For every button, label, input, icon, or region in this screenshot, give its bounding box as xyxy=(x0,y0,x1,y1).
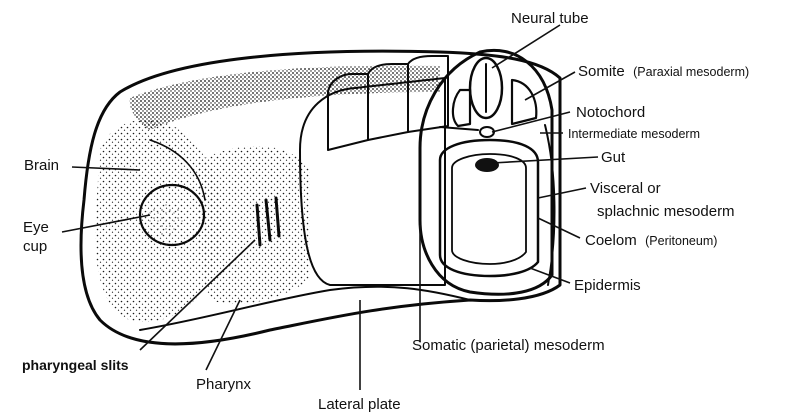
label-epidermis: Epidermis xyxy=(574,277,641,294)
somite-left-shape xyxy=(453,90,470,126)
label-visceral-1: Visceral or xyxy=(590,180,661,197)
label-notochord: Notochord xyxy=(576,104,645,121)
label-brain: Brain xyxy=(24,157,59,174)
label-cup: cup xyxy=(23,238,47,255)
trunk-cylinder xyxy=(300,78,445,285)
label-pharyngeal-slits: pharyngeal slits xyxy=(22,357,129,373)
embryo-body xyxy=(81,50,560,344)
notochord-shape xyxy=(480,127,494,137)
label-somite: Somite (Paraxial mesoderm) xyxy=(578,63,749,80)
dorsal-band xyxy=(130,66,440,130)
label-pharynx: Pharynx xyxy=(196,376,252,393)
label-intermediate-mesoderm: Intermediate mesoderm xyxy=(568,127,700,141)
label-somatic-mesoderm: Somatic (parietal) mesoderm xyxy=(412,337,605,354)
gut-shape xyxy=(475,158,499,172)
label-lateral-plate: Lateral plate xyxy=(318,396,401,412)
somite-right-shape xyxy=(512,80,536,124)
label-eye: Eye xyxy=(23,219,49,236)
label-neural-tube: Neural tube xyxy=(511,10,589,27)
label-gut: Gut xyxy=(601,149,626,166)
label-coelom: Coelom (Peritoneum) xyxy=(585,232,717,249)
label-visceral-2: splachnic mesoderm xyxy=(597,203,735,220)
